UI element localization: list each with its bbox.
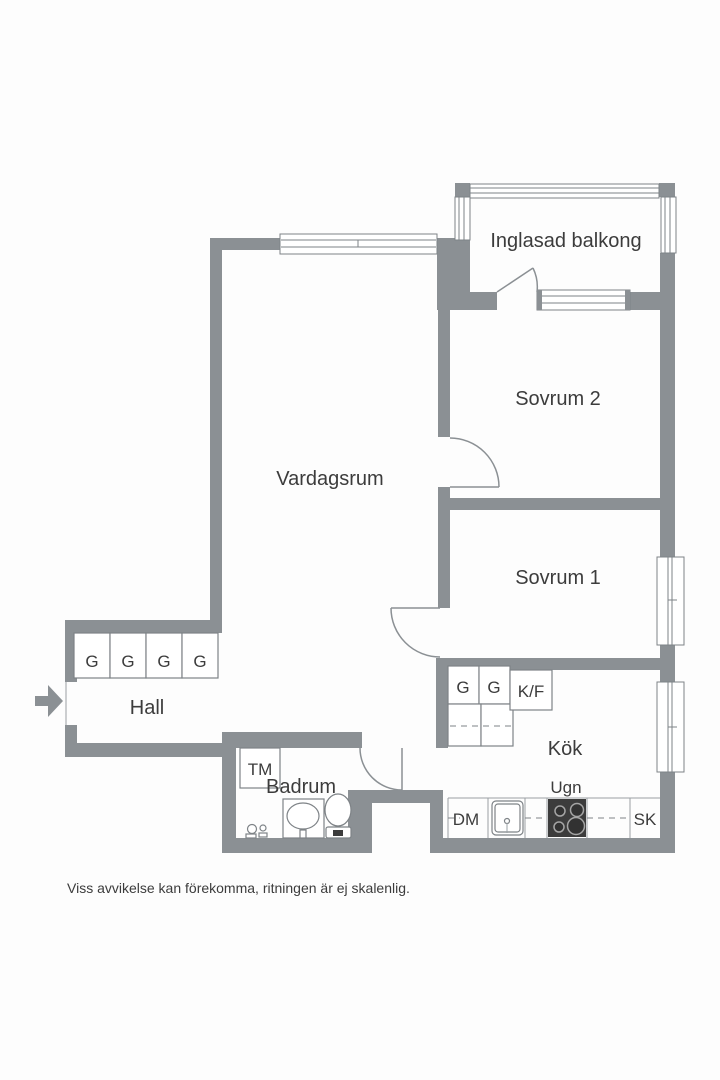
fridge-freezer: K/F	[509, 669, 553, 711]
bedroom2-door	[449, 437, 500, 488]
cabinet-label: SK	[634, 810, 657, 829]
kitchen-counter: DM SK	[447, 797, 660, 838]
oven-label: Ugn	[550, 778, 581, 797]
washing-machine-label: TM	[248, 760, 273, 779]
wardrobe-label: G	[456, 678, 469, 697]
balcony-glazing-right	[660, 196, 677, 254]
wardrobe-label: G	[157, 652, 170, 671]
balcony-door	[496, 267, 539, 293]
wardrobe-label: G	[193, 652, 206, 671]
washing-machine: TM	[239, 747, 281, 789]
toilet-icon	[324, 793, 352, 839]
wardrobe-label: G	[487, 678, 500, 697]
room-label-bedroom2: Sovrum 2	[515, 388, 601, 410]
disclaimer-text: Viss avvikelse kan förekomma, ritningen …	[67, 880, 410, 896]
wardrobe-label: G	[121, 652, 134, 671]
bedroom2-balcony-window	[536, 289, 631, 311]
walls	[65, 183, 675, 853]
room-label-kitchen: Kök	[548, 738, 583, 760]
dishwasher-label: DM	[453, 810, 479, 829]
bathroom-accessories-icon	[245, 823, 268, 839]
wardrobe-label: G	[85, 652, 98, 671]
stove-icon	[548, 799, 586, 837]
kitchen-window	[656, 681, 685, 773]
room-label-bathroom: Badrum	[266, 776, 336, 798]
entry-arrow-icon	[35, 685, 63, 717]
room-label-living-room: Vardagsrum	[276, 468, 383, 490]
balcony-glazing-left	[454, 196, 471, 241]
balcony-glazing-top	[469, 183, 660, 199]
doors	[35, 267, 539, 791]
room-labels: Inglasad balkong Sovrum 2 Sovrum 1 Varda…	[130, 230, 642, 798]
kitchen-wardrobes: G G	[447, 665, 514, 747]
room-label-hall: Hall	[130, 697, 164, 719]
fixtures: G G G G G G K/F TM	[73, 632, 660, 839]
hall-wardrobes: G G G G	[73, 632, 219, 679]
bedroom1-window	[656, 556, 685, 646]
room-label-balcony: Inglasad balkong	[490, 230, 641, 252]
bathroom-door	[359, 747, 403, 791]
windows	[279, 183, 685, 773]
room-label-bedroom1: Sovrum 1	[515, 567, 601, 589]
bathroom-sink-icon	[282, 798, 325, 839]
kitchen-sink-icon	[491, 800, 524, 836]
bedroom1-door	[390, 607, 441, 658]
fridge-freezer-label: K/F	[518, 682, 544, 701]
living-room-window	[279, 233, 438, 255]
